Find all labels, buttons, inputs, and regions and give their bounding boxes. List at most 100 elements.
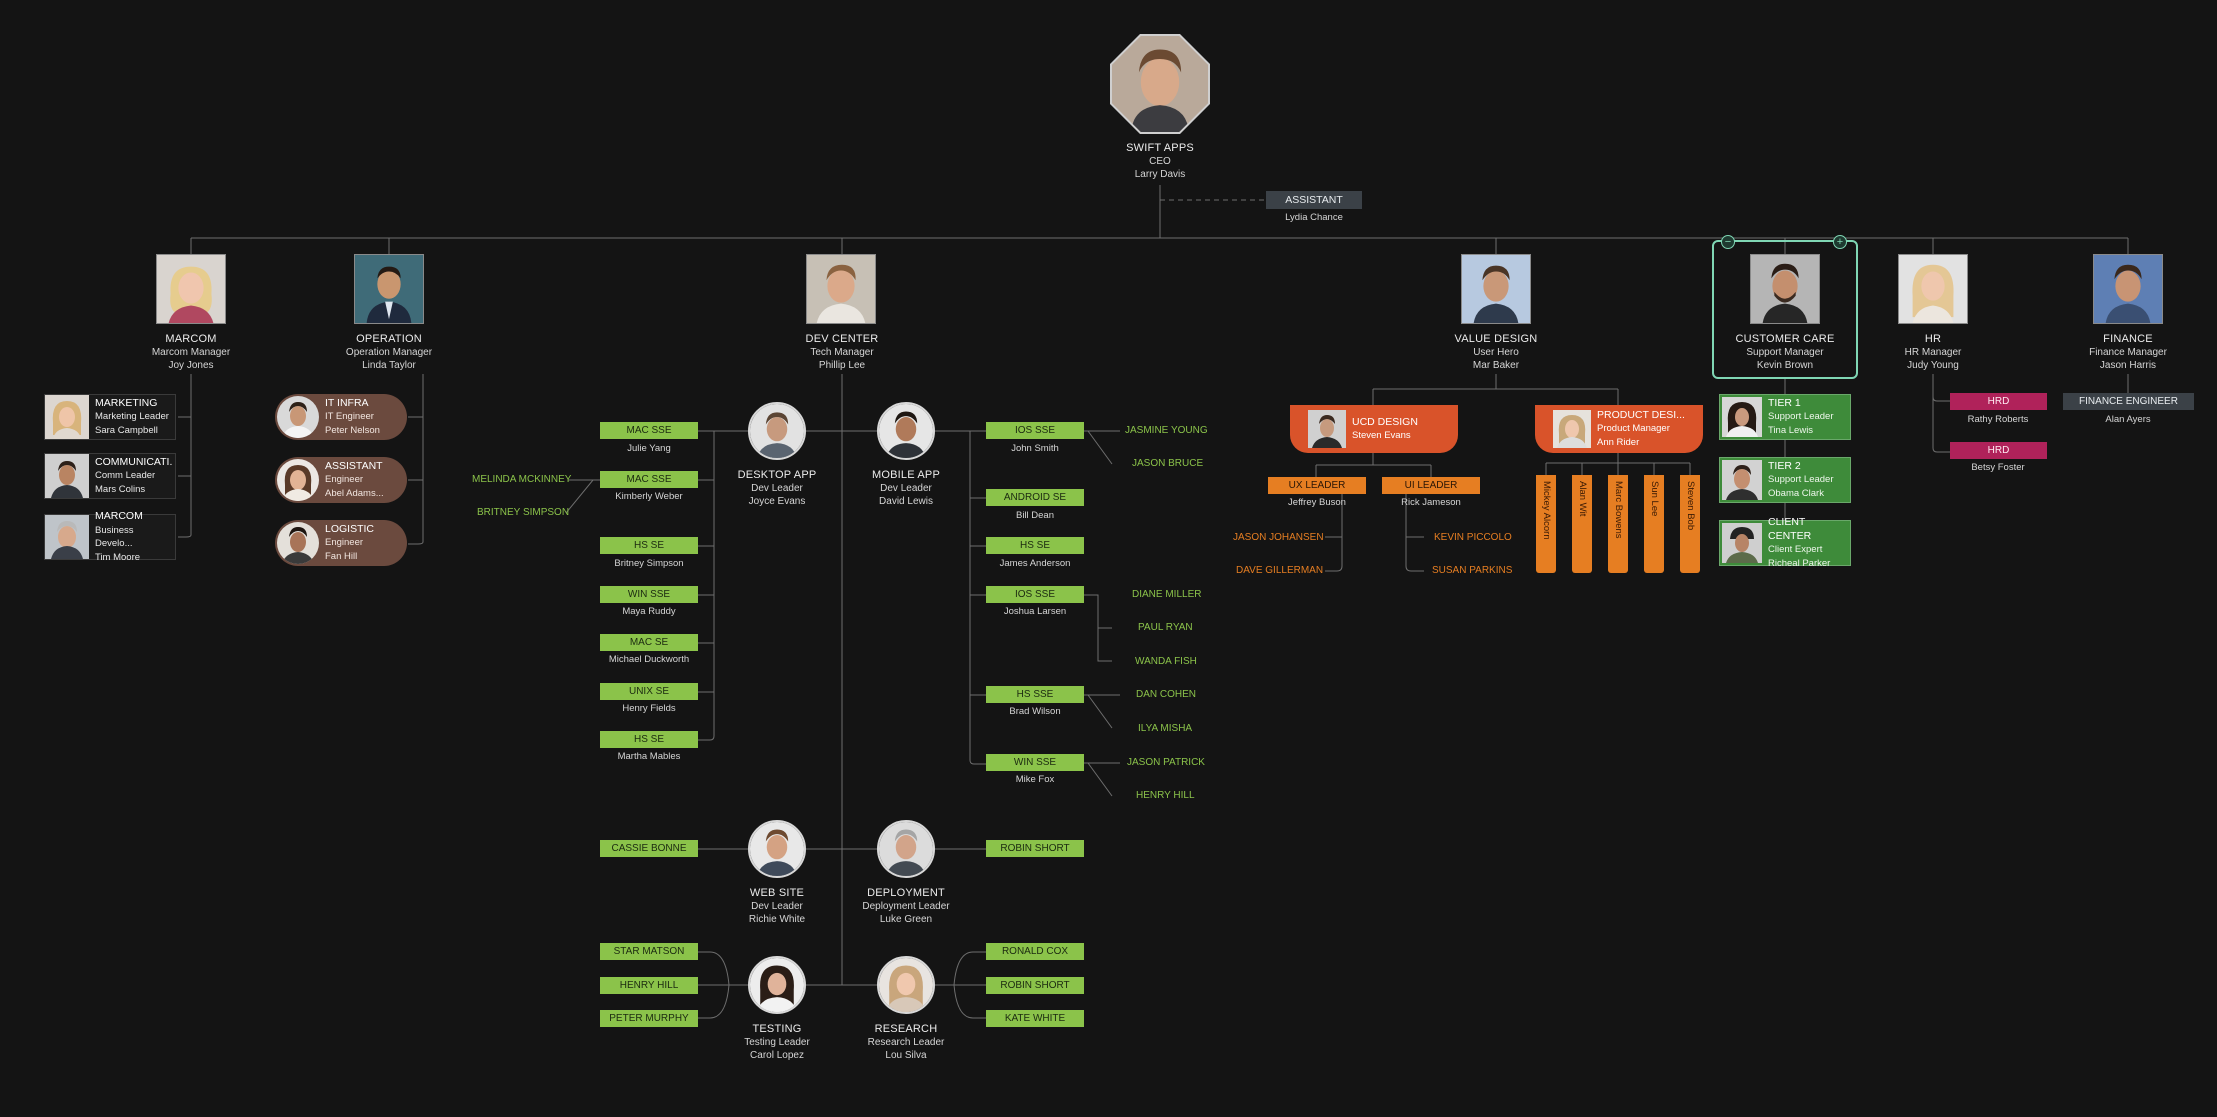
lead-role: Research Leader: [867, 1037, 945, 1048]
manager-avatar-customer-care[interactable]: [1750, 254, 1820, 324]
assistant-name[interactable]: DIANE MILLER: [1132, 589, 1202, 600]
dev-lead-avatar-research[interactable]: [877, 956, 935, 1014]
team-member[interactable]: KEVIN PICCOLO: [1434, 532, 1512, 543]
role-pill[interactable]: UNIX SE: [600, 683, 698, 700]
manager-avatar-dev-center[interactable]: [806, 254, 876, 324]
role-name: Brad Wilson: [1009, 706, 1061, 717]
finance-engineer-pill[interactable]: FINANCE ENGINEER: [2063, 393, 2194, 410]
product-member-bar[interactable]: Mickey Alcorn: [1536, 475, 1556, 573]
dev-lead-caption-research: RESEARCH Research Leader Lou Silva: [868, 1023, 945, 1062]
card-title: ASSISTANT: [325, 459, 383, 472]
ux-leader-pill[interactable]: UX LEADER: [1268, 477, 1366, 494]
assistant-name[interactable]: JASON BRUCE: [1132, 458, 1204, 469]
role-pill[interactable]: WIN SSE: [600, 586, 698, 603]
role-pill[interactable]: HS SSE: [986, 686, 1084, 703]
assistant-name[interactable]: BRITNEY SIMPSON: [477, 507, 570, 518]
product-member-bar[interactable]: Alan Wit: [1572, 475, 1592, 573]
hr-pill[interactable]: HRD: [1950, 442, 2047, 459]
team-member[interactable]: SUSAN PARKINS: [1432, 565, 1513, 576]
role-pill[interactable]: HS SE: [986, 537, 1084, 554]
role-pill[interactable]: IOS SSE: [986, 422, 1084, 439]
collapse-button[interactable]: −: [1721, 235, 1735, 249]
avatar: [1553, 410, 1591, 448]
role-pill[interactable]: MAC SSE: [600, 422, 698, 439]
hr-pill[interactable]: HRD: [1950, 393, 2047, 410]
dev-lead-avatar-deployment[interactable]: [877, 820, 935, 878]
expand-button[interactable]: +: [1833, 235, 1847, 249]
role-name: Joshua Larsen: [1003, 606, 1067, 617]
role-pill[interactable]: MAC SSE: [600, 471, 698, 488]
role-pill[interactable]: MAC SE: [600, 634, 698, 651]
role-pill[interactable]: HS SE: [600, 537, 698, 554]
team-member[interactable]: DAVE GILLERMAN: [1236, 565, 1324, 576]
role-name: James Anderson: [999, 558, 1071, 569]
member-pill[interactable]: KATE WHITE: [986, 1010, 1084, 1027]
role-name: Kimberly Weber: [615, 491, 683, 502]
card-title: COMMUNICATI...: [95, 455, 173, 468]
team-member[interactable]: JASON JOHANSEN: [1233, 532, 1324, 543]
role-pill[interactable]: ANDROID SE: [986, 489, 1084, 506]
lead-title: WEB SITE: [749, 887, 805, 899]
assistant-name[interactable]: JASON PATRICK: [1127, 757, 1205, 768]
card-name: Tim Moore: [95, 551, 141, 563]
role-name: John Smith: [1011, 443, 1059, 454]
dev-lead-caption-desktop: DESKTOP APP Dev Leader Joyce Evans: [738, 469, 817, 508]
assistant-name[interactable]: WANDA FISH: [1135, 656, 1197, 667]
product-member-bar[interactable]: Steven Bob: [1680, 475, 1700, 573]
manager-avatar-marcom[interactable]: [156, 254, 226, 324]
lead-title: RESEARCH: [874, 1023, 938, 1035]
ceo-avatar[interactable]: [1110, 34, 1210, 134]
role-pill[interactable]: IOS SSE: [986, 586, 1084, 603]
product-member-bar[interactable]: Marc Bowens: [1608, 475, 1628, 573]
manager-avatar-value-design[interactable]: [1461, 254, 1531, 324]
manager-name: Joy Jones: [168, 360, 214, 371]
avatar: [45, 395, 89, 439]
assistant-name[interactable]: DAN COHEN: [1136, 689, 1197, 700]
card-name: Mars Colins: [95, 483, 146, 495]
assistant-name[interactable]: JASMINE YOUNG: [1125, 425, 1208, 436]
lead-role: Dev Leader: [751, 901, 803, 912]
manager-avatar-operation[interactable]: [354, 254, 424, 324]
assistant-badge[interactable]: ASSISTANT: [1266, 191, 1362, 209]
ux-leader-name: Jeffrey Buson: [1288, 497, 1346, 508]
lead-role: Dev Leader: [751, 483, 803, 494]
manager-avatar-hr[interactable]: [1898, 254, 1968, 324]
member-pill[interactable]: ROBIN SHORT: [986, 840, 1084, 857]
role-name: Michael Duckworth: [608, 654, 690, 665]
member-pill[interactable]: CASSIE BONNE: [600, 840, 698, 857]
assistant-name[interactable]: MELINDA MCKINNEY: [472, 474, 572, 485]
assistant-name[interactable]: ILYA MISHA: [1138, 723, 1193, 734]
manager-name: Kevin Brown: [1756, 360, 1814, 371]
avatar: [1722, 523, 1762, 563]
dev-lead-avatar-web[interactable]: [748, 820, 806, 878]
role-pill[interactable]: HS SE: [600, 731, 698, 748]
member-pill[interactable]: PETER MURPHY: [600, 1010, 698, 1027]
role-pill[interactable]: WIN SSE: [986, 754, 1084, 771]
dev-lead-avatar-desktop[interactable]: [748, 402, 806, 460]
ui-leader-pill[interactable]: UI LEADER: [1382, 477, 1480, 494]
member-pill[interactable]: RONALD COX: [986, 943, 1084, 960]
card-role: Marketing Leader: [95, 411, 169, 423]
member-pill[interactable]: ROBIN SHORT: [986, 977, 1084, 994]
dev-lead-avatar-mobile[interactable]: [877, 402, 935, 460]
card-name: Abel Adams...: [325, 487, 384, 499]
member-pill[interactable]: HENRY HILL: [600, 977, 698, 994]
product-member-bar[interactable]: Sun Lee: [1644, 475, 1664, 573]
dev-lead-avatar-testing[interactable]: [748, 956, 806, 1014]
assistant-name[interactable]: HENRY HILL: [1136, 790, 1195, 801]
member-pill[interactable]: STAR MATSON: [600, 943, 698, 960]
selected-node-frame[interactable]: [1712, 240, 1858, 379]
manager-avatar-finance[interactable]: [2093, 254, 2163, 324]
assistant-name[interactable]: PAUL RYAN: [1138, 622, 1193, 633]
